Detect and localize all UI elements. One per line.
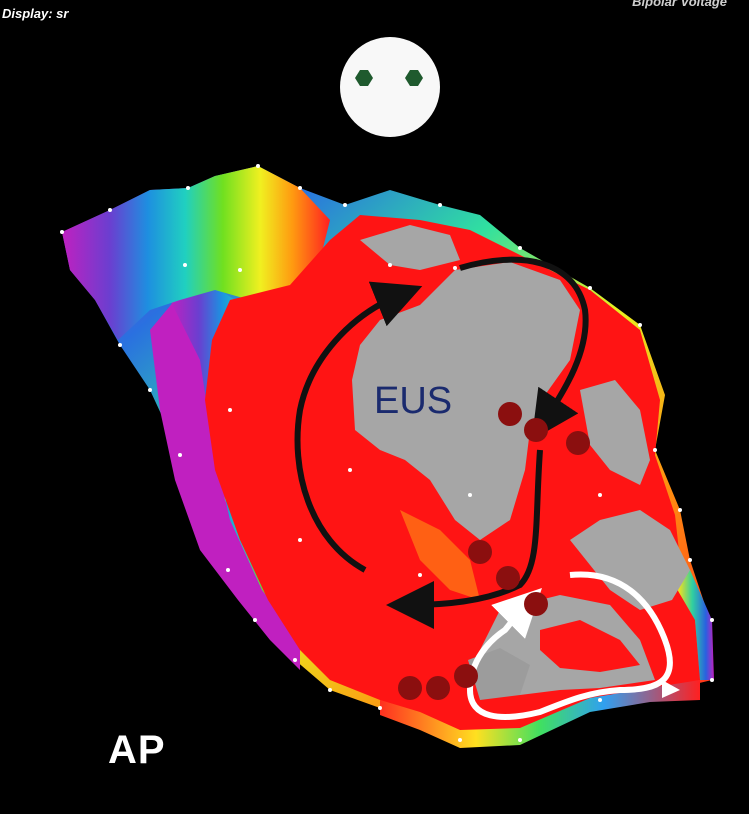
orange-transition (400, 510, 480, 600)
scar-region-bottom-left (468, 648, 530, 700)
right-rainbow-edge (660, 560, 714, 680)
region-label-eus: EUS (374, 380, 453, 422)
ablation-marker (426, 676, 450, 700)
ablation-marker (398, 676, 422, 700)
scar-region-top (360, 225, 460, 270)
propagation-arrow-bottom (386, 449, 543, 629)
orientation-head-icon (340, 37, 440, 137)
ablation-marker (566, 431, 590, 455)
ablation-marker (454, 664, 478, 688)
propagation-arrow-left (294, 281, 423, 573)
ablation-marker (496, 566, 520, 590)
scar-region-eus (352, 262, 580, 540)
ablation-lesions (398, 402, 590, 700)
reentry-arrowhead-right (662, 680, 680, 698)
propagation-arrow-top-right (459, 256, 589, 440)
ablation-marker (524, 418, 548, 442)
bottom-rainbow-edge (380, 680, 700, 748)
reentry-loop-arrow (466, 571, 673, 720)
ablation-marker (524, 592, 548, 616)
scar-region-lower-right (570, 510, 690, 610)
ablation-marker (468, 540, 492, 564)
scar-region-right (580, 380, 650, 485)
ablation-marker (498, 402, 522, 426)
mesh-points (60, 164, 714, 742)
display-mode-label: Display: sr (2, 6, 69, 21)
map-type-label: Bipolar Voltage (632, 0, 727, 9)
magenta-strip (150, 300, 300, 670)
view-orientation-label: AP (108, 728, 166, 772)
red-isthmus (540, 620, 640, 672)
